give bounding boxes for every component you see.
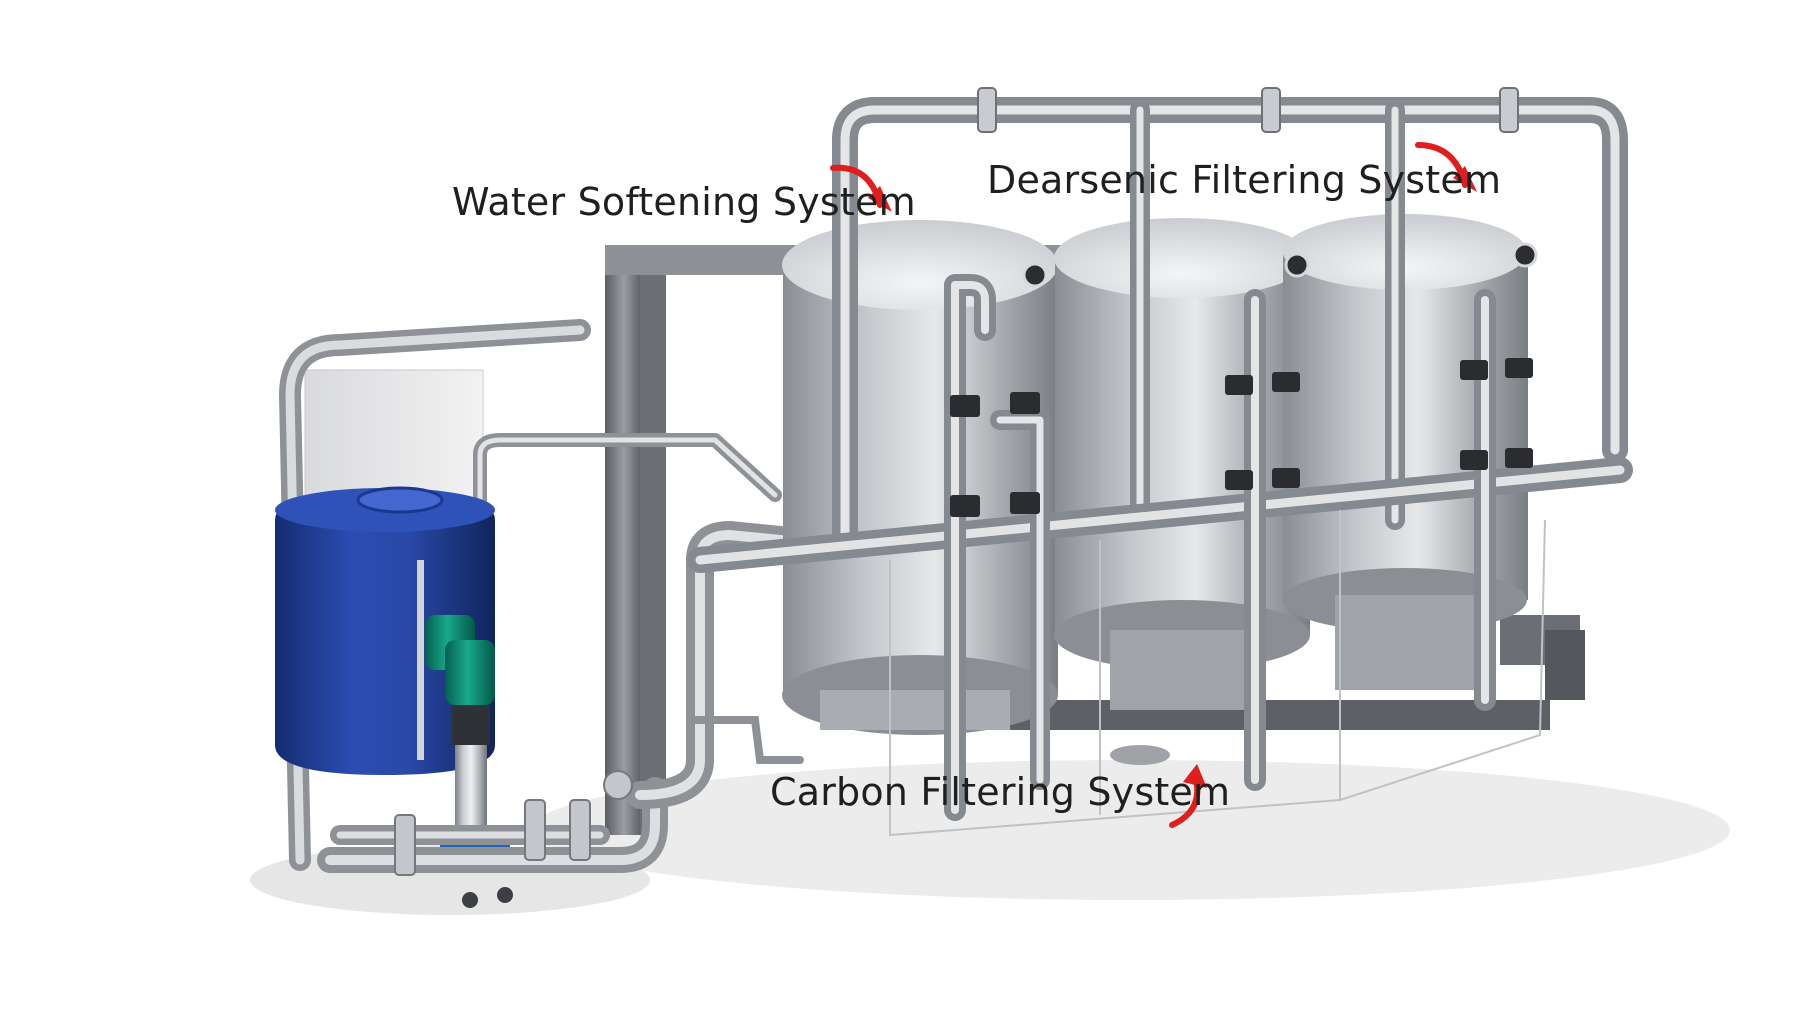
front-pipes [944, 274, 1496, 821]
filter-tank-softening [782, 220, 1058, 735]
glass-panels [889, 510, 1546, 837]
left-pipe-loop [279, 319, 782, 871]
middle-manifold [687, 457, 1633, 573]
top-valves [977, 87, 1519, 133]
blue-water-tank [275, 486, 495, 775]
label-water-softening-system: Water Softening System [452, 180, 916, 224]
label-carbon-filtering-system: Carbon Filtering System [770, 770, 1231, 814]
pump-flanges [394, 770, 633, 876]
top-manifold [832, 97, 1628, 553]
pump-manifold [317, 520, 894, 873]
valve-actuators [950, 358, 1533, 517]
pressure-gauge-icons [1022, 242, 1538, 288]
label-dearsenic-filtering-system: Dearsenic Filtering System [987, 158, 1502, 202]
arrowhead-icon [868, 166, 1477, 788]
